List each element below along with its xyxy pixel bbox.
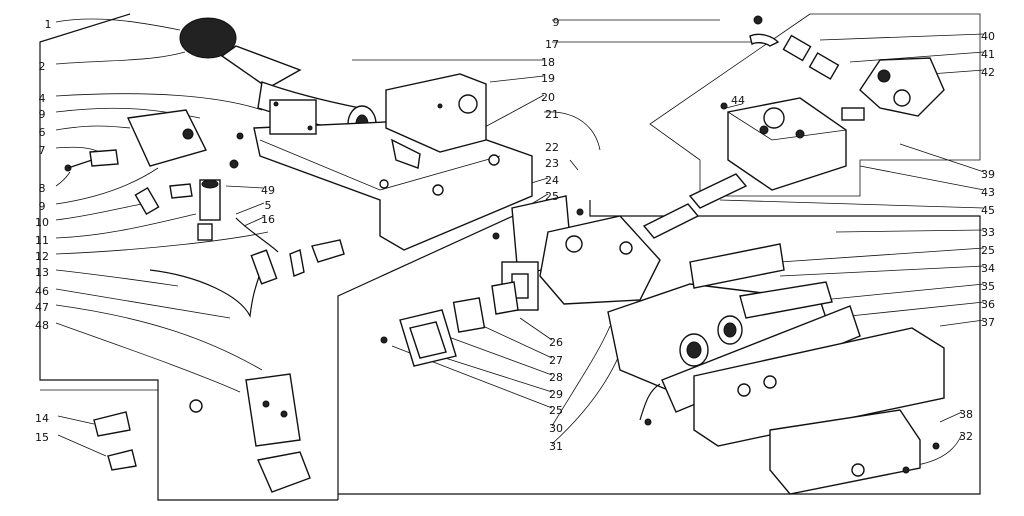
callout-c11: 11 — [35, 234, 49, 247]
callout-c32: 32 — [959, 430, 973, 443]
callout-c9b: 9 — [39, 200, 46, 213]
callout-c26: 26 — [549, 336, 563, 349]
callout-c10: 10 — [35, 216, 49, 229]
leader-lines — [55, 18, 985, 471]
callout-c41: 41 — [981, 48, 995, 61]
callout-c15: 15 — [35, 431, 49, 444]
switch-assembly-part — [64, 109, 244, 241]
callout-c36: 36 — [981, 298, 995, 311]
callout-c45: 45 — [981, 204, 995, 217]
callout-numbers: 1249678910111213464748141549516181920212… — [35, 16, 995, 453]
base-plate-part — [253, 99, 533, 251]
callout-c23: 23 — [545, 157, 559, 170]
callout-c17: 17 — [545, 38, 559, 51]
callout-c2: 2 — [39, 60, 46, 73]
callout-c25b: 25 — [981, 244, 995, 257]
callout-c25c: 25 — [549, 404, 563, 417]
callout-c9a: 9 — [39, 108, 46, 121]
callout-c48: 48 — [35, 319, 49, 332]
callout-c46: 46 — [35, 285, 49, 298]
callout-c27: 27 — [549, 354, 563, 367]
valve-fitting-part — [782, 34, 945, 121]
lower-trim-part — [769, 409, 940, 495]
small-parts-14-15 — [93, 411, 137, 471]
callout-c35: 35 — [981, 280, 995, 293]
callout-c18: 18 — [541, 56, 555, 69]
tube-part — [642, 173, 748, 239]
wire-harness-part — [149, 217, 345, 319]
callout-c30: 30 — [549, 422, 563, 435]
callout-c25a: 25 — [545, 190, 559, 203]
callout-c21: 21 — [545, 108, 559, 121]
callout-c4: 4 — [39, 92, 46, 105]
regulator-housing-part — [720, 97, 847, 191]
callout-c43: 43 — [981, 186, 995, 199]
callout-c1: 1 — [45, 18, 52, 31]
callout-c6: 6 — [39, 126, 46, 139]
valve-body-part — [492, 195, 661, 311]
cover-panel-part — [693, 327, 945, 447]
callout-c28: 28 — [549, 371, 563, 384]
callout-c33: 33 — [981, 226, 995, 239]
callout-c34: 34 — [981, 262, 995, 275]
gasket-plates-part — [380, 281, 519, 367]
assembly-outlines — [39, 13, 981, 501]
callout-c39: 39 — [981, 168, 995, 181]
callout-c12: 12 — [35, 250, 49, 263]
callout-c8: 8 — [39, 182, 46, 195]
callout-c14: 14 — [35, 412, 49, 425]
callout-c40: 40 — [981, 30, 995, 43]
callout-c31: 31 — [549, 440, 563, 453]
callout-c7: 7 — [39, 144, 46, 157]
callout-c24: 24 — [545, 174, 559, 187]
callout-c5: 5 — [265, 199, 272, 212]
callout-c16: 16 — [261, 213, 275, 226]
callout-c22: 22 — [545, 141, 559, 154]
bracket-part — [385, 73, 487, 169]
callout-c37: 37 — [981, 316, 995, 329]
callout-c9c: 9 — [553, 16, 560, 29]
callout-c20: 20 — [541, 91, 555, 104]
callout-c42: 42 — [981, 66, 995, 79]
lower-switch-part — [189, 373, 311, 493]
callout-c13: 13 — [35, 266, 49, 279]
callout-c38: 38 — [959, 408, 973, 421]
callout-c44: 44 — [731, 94, 745, 107]
callout-c19: 19 — [541, 72, 555, 85]
clip-part — [749, 15, 780, 47]
callout-c47: 47 — [35, 301, 49, 314]
callout-c49: 49 — [261, 184, 275, 197]
callout-c29: 29 — [549, 388, 563, 401]
